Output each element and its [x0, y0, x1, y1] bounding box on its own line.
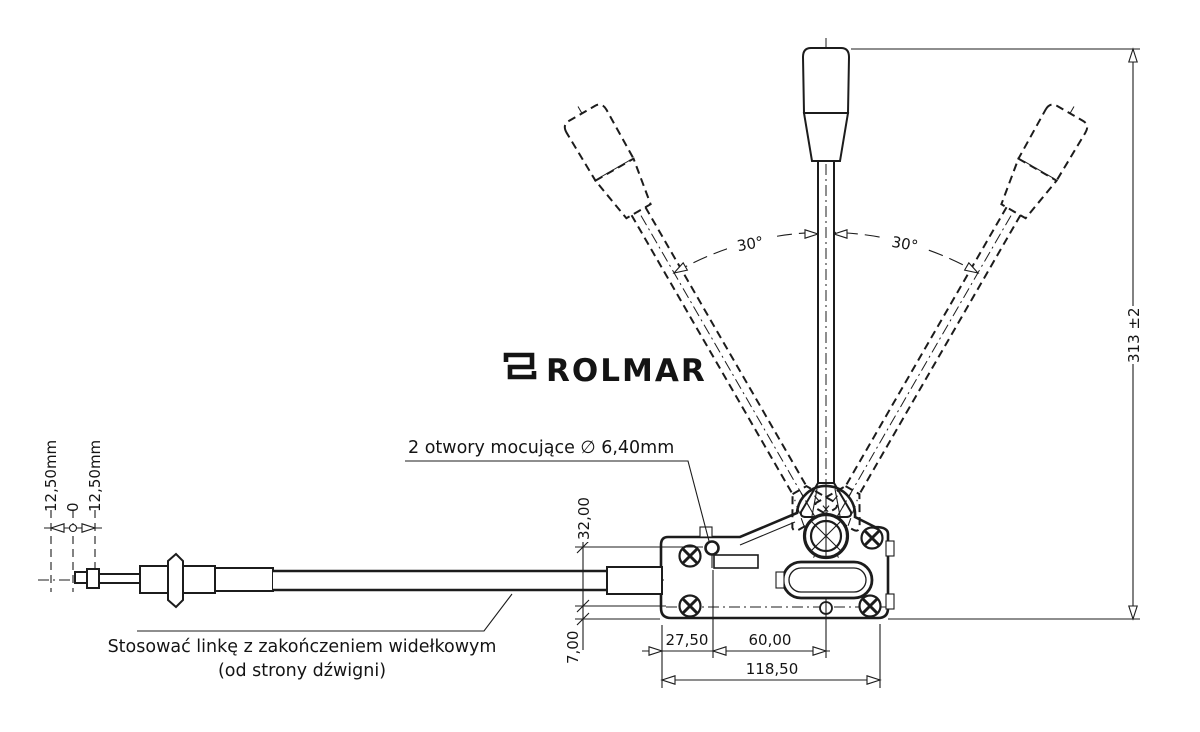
bottom-length-dimensions: 27,50 60,00 118,50	[642, 570, 881, 688]
cable-note-line2: (od strony dźwigni)	[218, 661, 386, 681]
screw-top-right	[860, 526, 884, 550]
travel-left-label: 12,50mm	[42, 440, 60, 512]
cable-note-line1: Stosować linkę z zakończeniem widełkowym	[108, 637, 497, 657]
cable-sleeve	[182, 565, 216, 594]
bracket-details	[666, 521, 895, 618]
base-length-label: 118,50	[746, 660, 799, 678]
base-height-label: 7,00	[564, 631, 582, 664]
lever-right-position	[812, 99, 1093, 559]
cable-end-fitting	[606, 566, 663, 595]
overall-height-dimension: 313 ±2	[851, 48, 1143, 620]
cable-sleeve-2	[214, 567, 274, 592]
hole-spacing-label: 60,00	[749, 631, 792, 649]
brand-logo-text: ROLMAR	[546, 353, 707, 389]
cable-tip-nut	[86, 568, 100, 589]
mounting-holes-annotation: 2 otwory mocujące ∅ 6,40mm	[405, 438, 710, 542]
meander-square-icon	[503, 352, 537, 380]
cable-ferrule	[139, 565, 169, 594]
cable-assembly	[38, 552, 668, 609]
side-height-dimensions: 32,00 7,00	[564, 486, 703, 664]
travel-right-label: 12,50mm	[86, 440, 104, 512]
hole-axis-height-label: 32,00	[575, 497, 593, 540]
travel-zero-label: 0	[64, 502, 82, 512]
screw-bottom-left	[678, 594, 702, 618]
cable-travel-dimension: 12,50mm 0 12,50mm	[42, 440, 104, 592]
bracket-slot	[775, 560, 874, 600]
lever-center	[799, 38, 853, 566]
small-hole	[819, 599, 833, 617]
brand-logo: ROLMAR	[503, 352, 707, 389]
cable-hex-nut	[167, 552, 184, 609]
mounting-holes-text: 2 otwory mocujące ∅ 6,40mm	[408, 438, 674, 458]
cable-rod	[98, 573, 141, 584]
pivot-ring	[802, 512, 850, 560]
edge-to-hole-label: 27,50	[666, 631, 709, 649]
mounting-hole	[704, 540, 759, 569]
overall-height-label: 313 ±2	[1125, 307, 1143, 363]
angle-right-label: 30°	[890, 233, 919, 255]
screw-bottom-right	[858, 594, 882, 618]
screw-top-left	[678, 544, 702, 568]
angle-left-label: 30°	[736, 233, 765, 255]
cable-note-annotation: Stosować linkę z zakończeniem widełkowym…	[108, 593, 513, 681]
lever-left-position	[559, 99, 840, 559]
